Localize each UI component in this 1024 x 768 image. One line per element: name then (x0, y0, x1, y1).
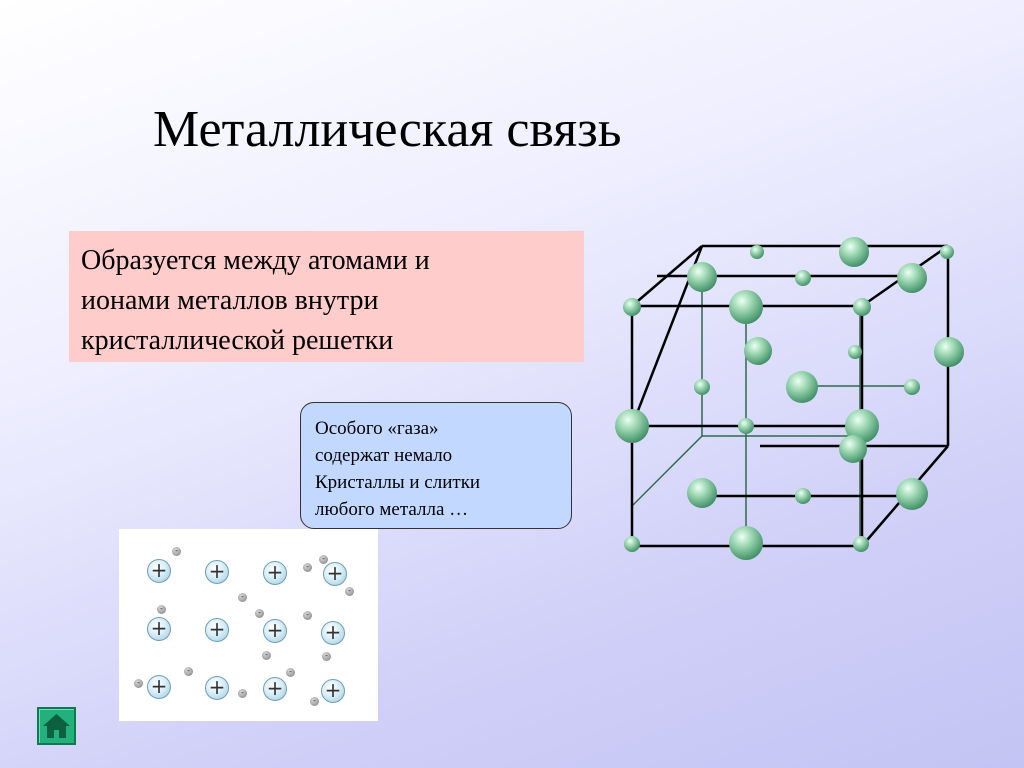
electron: - (319, 555, 328, 564)
callout-line: любого металла … (315, 499, 469, 520)
electron: - (157, 605, 166, 614)
electron: - (262, 651, 271, 660)
definition-line: кристаллической решетки (81, 325, 394, 356)
callout-bubble: Особого «газа» содержат немало Кристаллы… (300, 402, 572, 529)
electron: - (310, 697, 319, 706)
electron: - (322, 652, 331, 661)
metal-ion: + (147, 675, 171, 699)
slide-title: Металлическая связь (153, 101, 622, 158)
electron: - (303, 611, 312, 620)
electron: - (184, 667, 193, 676)
metal-ion: + (321, 679, 345, 703)
electron: - (238, 689, 247, 698)
electron: - (134, 679, 143, 688)
definition-box: Образуется между атомами и ионами металл… (69, 231, 584, 362)
metal-ion: + (205, 676, 229, 700)
home-button[interactable] (37, 707, 76, 745)
callout-line: содержат немало (315, 445, 453, 466)
definition-line: Образуется между атомами и (81, 245, 430, 276)
metal-ion: + (263, 619, 287, 643)
metal-ion: + (323, 562, 347, 586)
electron: - (286, 668, 295, 677)
callout-line: Особого «газа» (315, 418, 439, 439)
metal-ion: + (263, 561, 287, 585)
metal-ion: + (263, 677, 287, 701)
metal-ions-illustration: + + + + + + + + + + + + - - - - - - - - … (119, 529, 378, 721)
metal-ion: + (321, 621, 345, 645)
metal-ion: + (205, 560, 229, 584)
electron: - (345, 587, 354, 596)
electron: - (238, 593, 247, 602)
metal-ion: + (205, 618, 229, 642)
home-icon (43, 714, 70, 738)
electron: - (255, 609, 264, 618)
metal-ion: + (147, 617, 171, 641)
crystal-lattice-diagram (615, 237, 964, 560)
electron: - (172, 547, 181, 556)
electron: - (303, 563, 312, 572)
metal-ion: + (147, 559, 171, 583)
definition-line: ионами металлов внутри (81, 285, 379, 316)
callout-line: Кристаллы и слитки (315, 472, 481, 493)
